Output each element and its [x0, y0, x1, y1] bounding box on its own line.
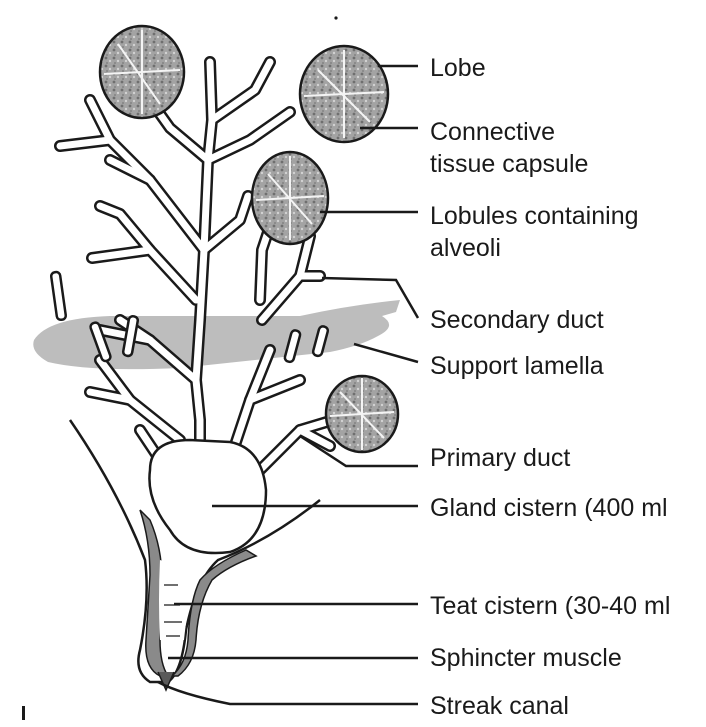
support-lamella-band — [33, 300, 400, 369]
label-sphincter-muscle: Sphincter muscle — [430, 642, 622, 674]
duct-tree — [60, 62, 340, 470]
label-connective-tissue-capsule: Connective tissue capsule — [430, 116, 588, 180]
lobe-lower-right — [326, 376, 398, 452]
label-teat-cistern: Teat cistern (30-40 ml — [430, 590, 670, 622]
leader-streak-canal — [158, 682, 418, 704]
label-gland-cistern: Gland cistern (400 ml — [430, 492, 668, 524]
corner-mark — [22, 706, 25, 720]
label-lobe: Lobe — [430, 52, 486, 84]
gland-cistern-and-teat — [70, 420, 320, 690]
label-lobules-containing-alveoli: Lobules containing alveoli — [430, 200, 639, 264]
gland-cistern-sac — [149, 440, 266, 553]
label-primary-duct: Primary duct — [430, 442, 570, 474]
lobe-middle — [252, 152, 328, 244]
top-dot — [334, 16, 337, 19]
lobe-top-left — [100, 26, 184, 118]
label-support-lamella: Support lamella — [430, 350, 604, 382]
label-streak-canal: Streak canal — [430, 690, 569, 722]
leader-support-lamella — [354, 344, 418, 362]
label-secondary-duct: Secondary duct — [430, 304, 604, 336]
